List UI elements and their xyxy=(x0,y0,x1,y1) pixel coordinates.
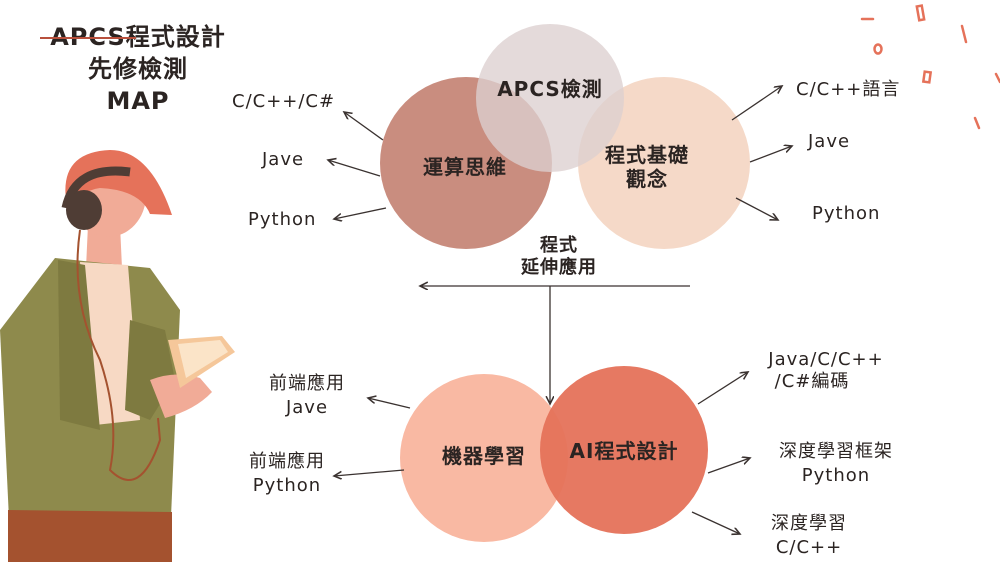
label-computational-thinking: 運算思維 xyxy=(423,155,507,179)
label-frontend-1-line2: Jave xyxy=(285,397,329,418)
label-python-right: Python xyxy=(812,203,881,224)
label-dl-cpp-1: 深度學習 xyxy=(771,513,847,534)
label-programming-basics-1: 程式基礎 xyxy=(605,143,689,167)
label-dl-cpp-2: C/C++ xyxy=(775,537,843,558)
circle-apcs-test xyxy=(476,24,624,172)
arrow-to-cpp-csharp xyxy=(344,112,384,141)
label-dl-framework-1: 深度學習框架 xyxy=(779,441,893,462)
arrow-to-jave-left xyxy=(328,160,381,177)
label-ai-programming: AI程式設計 xyxy=(569,439,679,463)
title-line-3: MAP xyxy=(106,87,170,115)
title-strikethrough xyxy=(40,37,136,39)
label-frontend-2-line2: Python xyxy=(252,475,322,496)
label-jave-right: Jave xyxy=(808,131,851,152)
arrow-to-python-left xyxy=(334,207,387,219)
circle-machine-learning xyxy=(400,374,568,542)
label-frontend-2-line1: 前端應用 xyxy=(249,451,325,472)
arrow-to-frontend-python xyxy=(334,469,405,476)
label-cpp-language: C/C++語言 xyxy=(796,79,901,100)
label-jave-left: Jave xyxy=(262,149,305,170)
label-frontend-1-line1: 前端應用 xyxy=(269,373,345,394)
arrow-to-jave-right xyxy=(749,146,792,163)
label-dl-framework-2: Python xyxy=(801,465,871,486)
label-java-cpp-1: Java/C/C++ xyxy=(768,349,884,370)
arrow-to-python-right xyxy=(735,197,778,220)
label-cpp-csharp: C/C++/C# xyxy=(232,91,336,112)
arrow-to-java-cpp-csharp xyxy=(697,372,748,405)
arrow-to-dl-framework xyxy=(707,458,750,474)
label-java-cpp-2: /C#編碼 xyxy=(774,371,850,392)
label-programming-basics-2: 觀念 xyxy=(626,167,668,191)
connector-label-2: 延伸應用 xyxy=(521,257,597,278)
circle-ai-programming xyxy=(540,366,708,534)
title-line-2: 先修檢測 xyxy=(88,55,188,83)
label-python-left: Python xyxy=(248,209,317,230)
label-machine-learning: 機器學習 xyxy=(442,444,526,468)
arrow-to-dl-cpp xyxy=(691,511,740,534)
connector-label-1: 程式 xyxy=(540,235,578,256)
circle-programming-basics xyxy=(578,77,750,249)
label-apcs-test: APCS檢測 xyxy=(497,77,603,101)
arrow-to-cpp-language xyxy=(731,86,782,121)
arrow-to-frontend-jave xyxy=(368,398,411,409)
